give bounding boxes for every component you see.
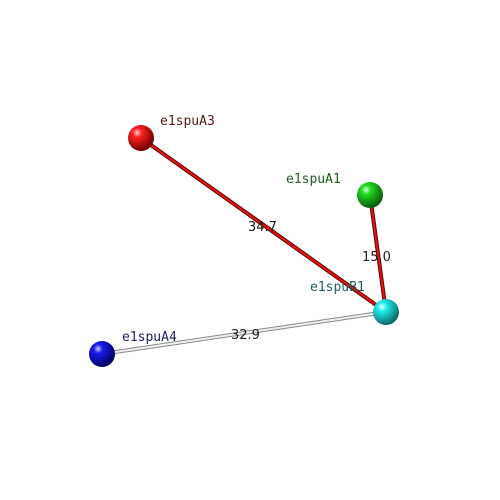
node-b1-label: e1spuB1 — [310, 280, 365, 295]
node-a1-sphere[interactable] — [357, 182, 383, 208]
edge-a1-b1-distance: 15.0 — [362, 250, 391, 265]
edge-a4-b1-distance: 32.9 — [231, 328, 260, 343]
node-b1-sphere[interactable] — [373, 299, 399, 325]
node-a3-sphere[interactable] — [128, 125, 154, 151]
edge-a1-b1 — [368, 194, 388, 313]
edge-a3-b1 — [139, 136, 388, 314]
edge-a3-b1-distance: 34.7 — [248, 220, 277, 235]
node-a4-sphere[interactable] — [89, 341, 115, 367]
edge-a3-b1-line — [140, 137, 387, 313]
node-a3-label: e1spuA3 — [160, 114, 215, 129]
edge-a4-b1-line — [101, 311, 387, 355]
node-a1-label: e1spuA1 — [286, 172, 341, 187]
edge-a1-b1-line — [369, 194, 387, 313]
node-a4-label: e1spuA4 — [122, 330, 177, 345]
edge-a4-b1 — [101, 310, 387, 356]
